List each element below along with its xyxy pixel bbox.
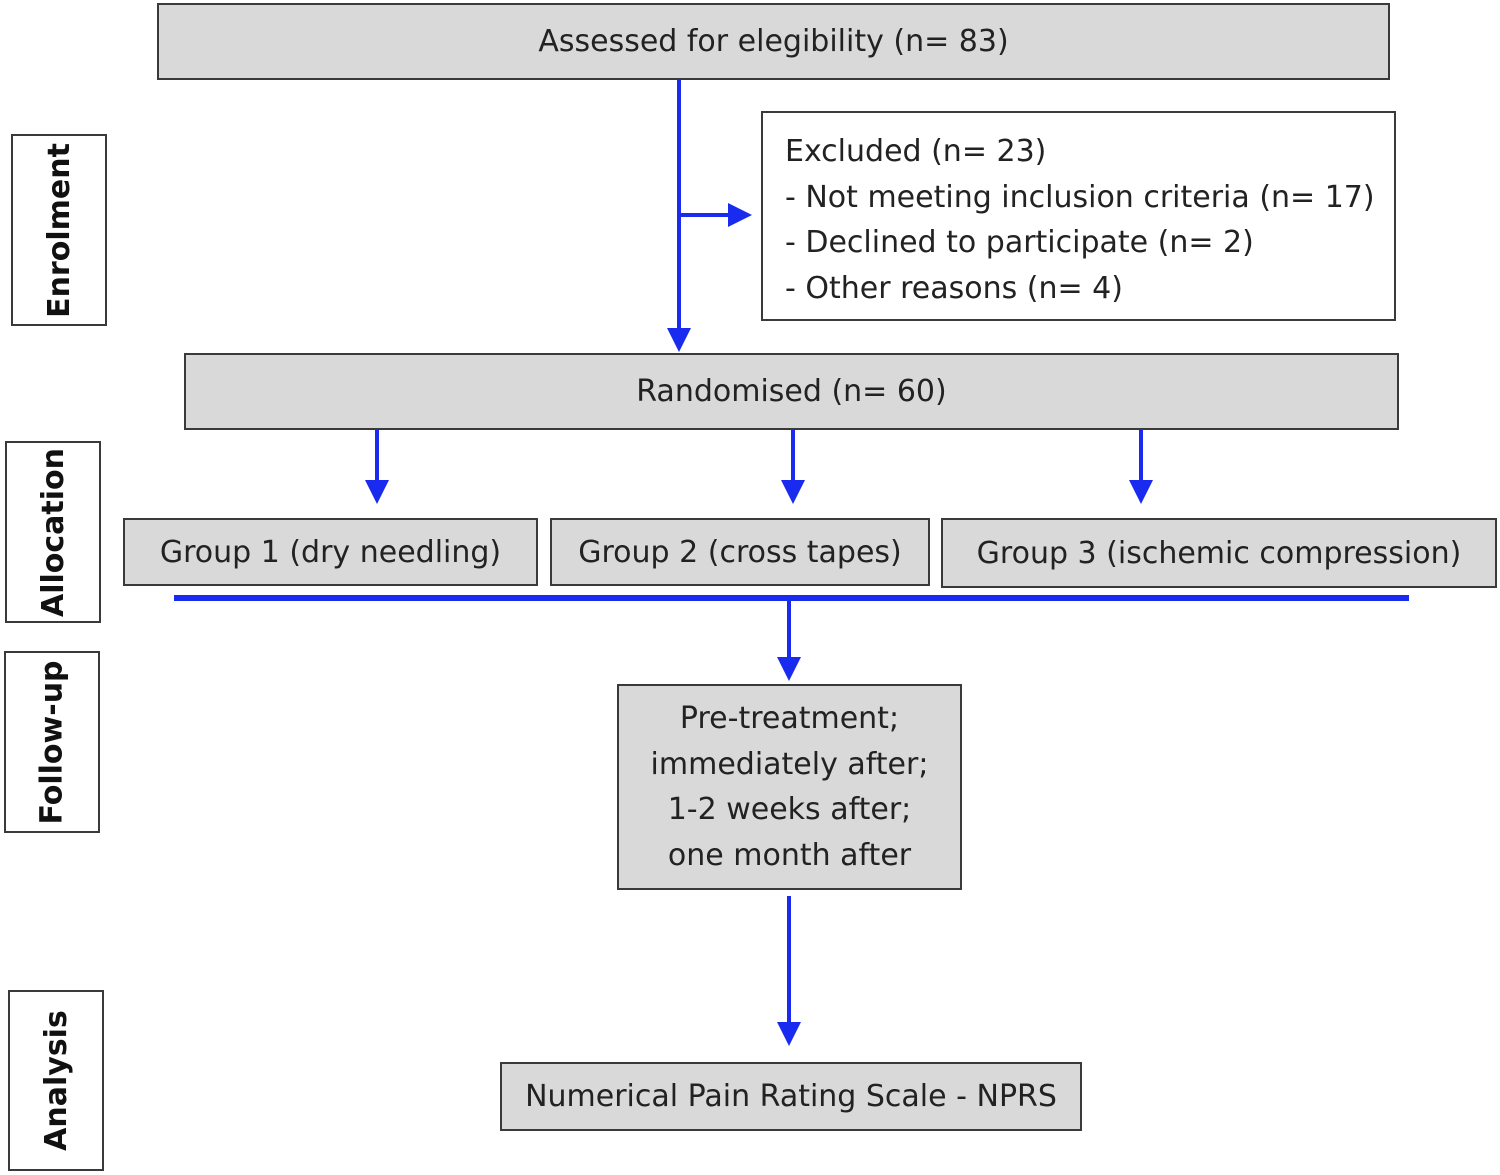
excluded-reason: - Declined to participate (n= 2) (785, 225, 1254, 260)
group-3-box: Group 3 (ischemic compression) (941, 518, 1497, 588)
group-2-text: Group 2 (cross tapes) (578, 534, 902, 570)
phase-label-allocation: Allocation (5, 441, 101, 623)
follow-up-time: one month after (667, 837, 912, 873)
excluded-box: Excluded (n= 23) - Not meeting inclusion… (761, 111, 1396, 321)
randomised-box: Randomised (n= 60) (184, 353, 1399, 430)
follow-up-box: Pre-treatment; immediately after; 1-2 we… (617, 684, 962, 890)
randomised-text: Randomised (n= 60) (636, 374, 947, 409)
excluded-reason: - Other reasons (n= 4) (785, 270, 1123, 306)
assessed-box: Assessed for elegibility (n= 83) (157, 3, 1390, 80)
group-1-box: Group 1 (dry needling) (123, 518, 538, 586)
follow-up-time: 1-2 weeks after; (667, 792, 912, 827)
excluded-title: Excluded (n= 23) (785, 134, 1047, 169)
assessed-text: Assessed for elegibility (n= 83) (538, 24, 1009, 59)
group-3-text: Group 3 (ischemic compression) (976, 535, 1462, 571)
analysis-box: Numerical Pain Rating Scale - NPRS (500, 1062, 1082, 1131)
follow-up-time: immediately after; (650, 746, 929, 782)
phase-label-analysis: Analysis (8, 990, 104, 1171)
group-2-box: Group 2 (cross tapes) (550, 518, 930, 586)
phase-label-enrolment: Enrolment (11, 134, 107, 326)
phase-label-follow-up: Follow-up (4, 651, 100, 833)
group-1-text: Group 1 (dry needling) (159, 534, 502, 570)
excluded-reason: - Not meeting inclusion criteria (n= 17) (785, 179, 1375, 215)
follow-up-time: Pre-treatment; (679, 701, 900, 736)
analysis-text: Numerical Pain Rating Scale - NPRS (525, 1079, 1057, 1114)
